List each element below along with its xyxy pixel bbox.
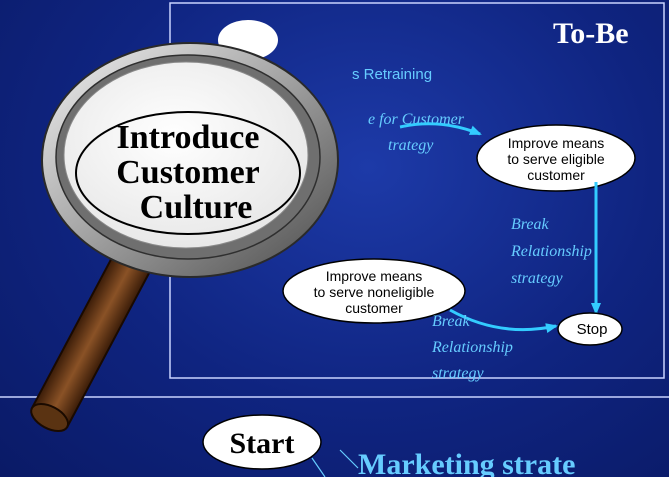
start-connector-lines xyxy=(311,449,359,477)
magnifier-text-line1: Introduce xyxy=(117,119,260,156)
magnifying-glass-icon xyxy=(30,42,339,432)
noneligible-node-line3: customer xyxy=(345,300,403,316)
start-node xyxy=(202,414,322,470)
start-node-label: Start xyxy=(230,427,295,460)
magnifier-lens xyxy=(63,61,309,249)
marketing-strategy-heading: Marketing strate xyxy=(358,448,575,477)
arrow-to-eligible xyxy=(399,122,482,136)
stop-node-label: Stop xyxy=(577,321,608,338)
eligible-node-line2: to serve eligible xyxy=(507,151,604,167)
magnifier-text-line2: Customer xyxy=(116,154,260,191)
break-bottom-line3: strategy xyxy=(432,365,484,382)
noneligible-node-line1: Improve means xyxy=(326,268,422,284)
retraining-label: s Retraining xyxy=(352,66,432,83)
arrow-noneligible-to-stop xyxy=(449,308,558,333)
magnifier-text-line3: Culture xyxy=(140,189,253,226)
noneligible-node-line2: to serve noneligible xyxy=(314,284,435,300)
eligible-node-line1: Improve means xyxy=(508,135,604,151)
magnifier-handle-end xyxy=(30,402,70,432)
to-be-title: To-Be xyxy=(553,17,629,50)
magnifier-text-ellipse xyxy=(75,111,301,235)
eligible-customer-node xyxy=(476,124,636,192)
break-bottom-line2: Relationship xyxy=(431,339,513,356)
eligible-node-line3: customer xyxy=(527,167,585,183)
break-right-line3: strategy xyxy=(511,270,563,287)
stop-node xyxy=(557,312,623,346)
noneligible-customer-node xyxy=(282,258,466,324)
break-bottom-line1: Break xyxy=(432,313,471,330)
break-right-line2: Relationship xyxy=(510,243,592,260)
customer-strategy-label-line2: trategy xyxy=(388,137,434,154)
break-right-line1: Break xyxy=(511,216,550,233)
